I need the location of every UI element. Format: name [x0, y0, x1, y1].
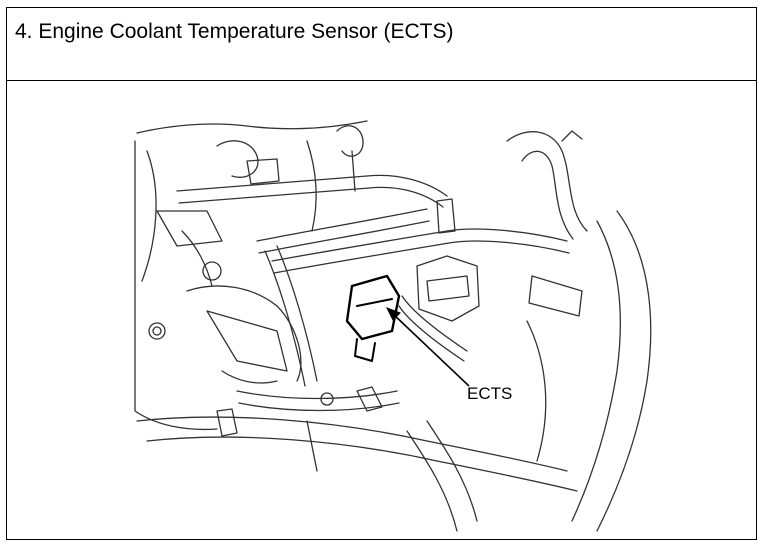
lower-pipe — [186, 285, 302, 382]
wire-harness — [401, 295, 468, 352]
pipe-upper — [176, 174, 448, 197]
top-fitting — [336, 125, 364, 157]
ects-sensor-tip — [354, 338, 376, 362]
ects-callout-leader — [385, 307, 470, 387]
right-hose — [506, 131, 588, 232]
bottom-curve — [136, 416, 568, 472]
bolt-lower-left — [148, 322, 166, 340]
sensor-housing — [416, 255, 480, 322]
pipe-middle — [256, 208, 428, 242]
ects-sensor-body — [345, 274, 401, 341]
arrow-head-icon — [385, 307, 401, 321]
bracket-shape — [156, 210, 223, 247]
header: 4. Engine Coolant Temperature Sensor (EC… — [7, 8, 756, 81]
figure-frame: 4. Engine Coolant Temperature Sensor (EC… — [6, 7, 757, 540]
hose-clamp-top — [216, 140, 259, 178]
ects-callout-label: ECTS — [467, 384, 513, 403]
clamp-right — [561, 130, 583, 142]
right-bracket — [528, 275, 583, 317]
lower-bar — [236, 390, 398, 400]
engine-top-edge — [136, 120, 368, 134]
diagonal-tube — [276, 245, 318, 382]
bolt-left — [202, 261, 222, 281]
engine-illustration: ECTS — [7, 81, 756, 540]
engine-left-edge — [134, 140, 218, 431]
pipe-long — [271, 228, 568, 262]
right-curve-outer — [596, 210, 652, 532]
bolt-lower-center — [320, 392, 334, 406]
engine-line-drawing — [134, 120, 652, 532]
page-title: 4. Engine Coolant Temperature Sensor (EC… — [15, 20, 454, 43]
